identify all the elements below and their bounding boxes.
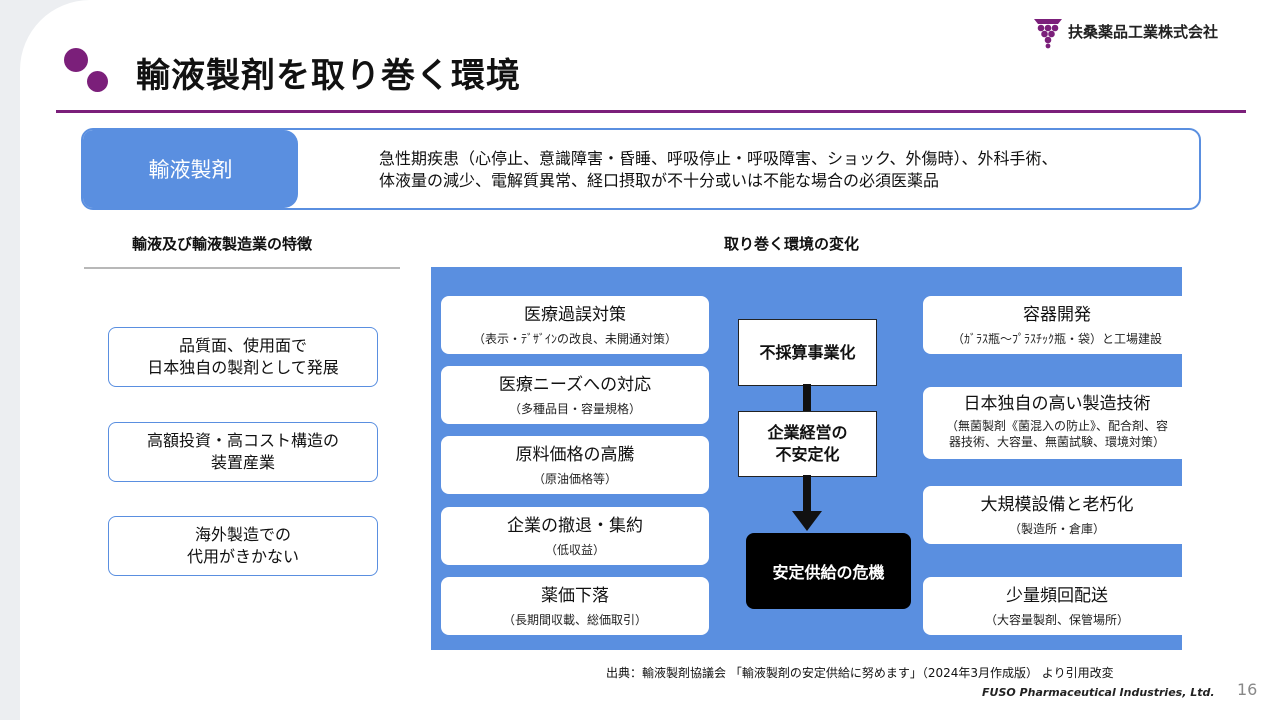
feature-3-line-2: 代用がきかない: [186, 547, 299, 566]
feature-box-1: 品質面、使用面で日本独自の製剤として発展: [108, 327, 378, 387]
change-main: 大規模設備と老朽化: [980, 495, 1134, 515]
change-box-large-facilities: 大規模設備と老朽化 （製造所・倉庫）: [923, 486, 1191, 544]
definition-box: 輸液製剤 急性期疾患（心停止、意識障害・昏睡、呼吸停止・呼吸障害、ショック、外傷…: [81, 128, 1201, 210]
decor-dot-small: [87, 71, 108, 92]
definition-line-2: 体液量の減少、電解質異常、経口摂取が不十分或いは不能な場合の必須医薬品: [379, 171, 940, 190]
change-box-price-drop: 薬価下落 （長期間収載、総価取引）: [441, 577, 709, 635]
source-citation: 出典：輸液製剤協議会 「輸液製剤の安定供給に努めます」（2024年3月作成版） …: [606, 666, 1114, 680]
definition-line-1: 急性期疾患（心停止、意識障害・昏睡、呼吸停止・呼吸障害、ショック、外傷時）、外科…: [379, 149, 1058, 168]
change-main: 容器開発: [1023, 305, 1091, 325]
change-main: 医療ニーズへの対応: [498, 375, 652, 395]
left-heading-underline: [84, 267, 400, 269]
change-sub: （原油価格等）: [532, 472, 617, 486]
environment-change-panel: 医療過誤対策 （表示・ﾃﾞｻﾞｲﾝの改良、未開通対策） 医療ニーズへの対応 （多…: [431, 267, 1191, 650]
footer-brand: FUSO Pharmaceutical Industries, Ltd.: [982, 686, 1215, 699]
grape-logo-icon: [1034, 19, 1062, 49]
change-main: 少量頻回配送: [1006, 586, 1108, 606]
feature-box-3: 海外製造での代用がきかない: [108, 516, 378, 576]
change-box-raw-material: 原料価格の高騰 （原油価格等）: [441, 436, 709, 494]
change-box-medical-needs: 医療ニーズへの対応 （多種品目・容量規格）: [441, 366, 709, 424]
change-sub: （表示・ﾃﾞｻﾞｲﾝの改良、未開通対策）: [472, 332, 677, 346]
change-sub: （製造所・倉庫）: [1008, 522, 1105, 536]
supply-crisis-box: 安定供給の危機: [746, 533, 911, 609]
change-sub: （ｶﾞﾗｽ瓶～ﾌﾟﾗｽﾁｯｸ瓶・袋）と工場建設: [951, 332, 1162, 346]
change-box-manufacturing-tech: 日本独自の高い製造技術 （無菌製剤《菌混入の防止》、配合剤、容 器技術、大容量、…: [923, 387, 1191, 459]
change-box-medical-error: 医療過誤対策 （表示・ﾃﾞｻﾞｲﾝの改良、未開通対策）: [441, 296, 709, 354]
down-arrow-icon: [792, 475, 822, 531]
change-box-withdrawal: 企業の撤退・集約 （低収益）: [441, 507, 709, 565]
change-sub: （長期間収載、総価取引）: [502, 613, 647, 627]
change-main: 薬価下落: [541, 586, 609, 606]
flow-box-unstable-management: 企業経営の不安定化: [738, 411, 877, 477]
definition-label: 輸液製剤: [83, 130, 298, 208]
page-number: 16: [1237, 680, 1258, 699]
change-sub: （大容量製剤、保管場所）: [984, 613, 1129, 627]
slide: 輸液製剤を取り巻く環境 扶桑薬品工業株式会社 輸液製剤 急性期疾患（心停止、意識…: [20, 0, 1280, 720]
left-section-heading: 輸液及び輸液製造業の特徴: [132, 235, 313, 253]
right-section-heading: 取り巻く環境の変化: [724, 235, 860, 253]
change-main: 企業の撤退・集約: [507, 516, 643, 536]
flow-box-2-line-1: 企業経営の: [767, 423, 848, 442]
change-sub: （低収益）: [544, 543, 605, 557]
change-main: 原料価格の高騰: [515, 445, 635, 465]
change-main: 日本独自の高い製造技術: [963, 394, 1151, 414]
page-title: 輸液製剤を取り巻く環境: [136, 56, 521, 96]
feature-3-line-1: 海外製造での: [194, 525, 291, 544]
change-box-container-dev: 容器開発 （ｶﾞﾗｽ瓶～ﾌﾟﾗｽﾁｯｸ瓶・袋）と工場建設: [923, 296, 1191, 354]
flow-box-2-line-2: 不安定化: [775, 445, 840, 464]
change-sub-1: （無菌製剤《菌混入の防止》、配合剤、容: [945, 419, 1168, 433]
change-box-small-delivery: 少量頻回配送 （大容量製剤、保管場所）: [923, 577, 1191, 635]
flow-arrow-icon: [803, 384, 811, 411]
feature-box-2: 高額投資・高コスト構造の装置産業: [108, 422, 378, 482]
title-divider: [56, 110, 1246, 113]
feature-1-line-1: 品質面、使用面で: [178, 336, 307, 355]
change-main: 医療過誤対策: [524, 305, 626, 325]
feature-2-line-2: 装置産業: [210, 453, 275, 472]
decor-dot-large: [64, 48, 88, 72]
company-name: 扶桑薬品工業株式会社: [1068, 23, 1219, 41]
definition-text: 急性期疾患（心停止、意識障害・昏睡、呼吸停止・呼吸障害、ショック、外傷時）、外科…: [379, 148, 1058, 192]
feature-2-line-1: 高額投資・高コスト構造の: [146, 431, 339, 450]
feature-1-line-2: 日本独自の製剤として発展: [147, 358, 339, 377]
change-sub-2: 器技術、大容量、無菌試験、環境対策）: [948, 435, 1165, 449]
change-sub: （多種品目・容量規格）: [508, 402, 641, 416]
flow-box-unprofitable: 不採算事業化: [738, 319, 877, 386]
